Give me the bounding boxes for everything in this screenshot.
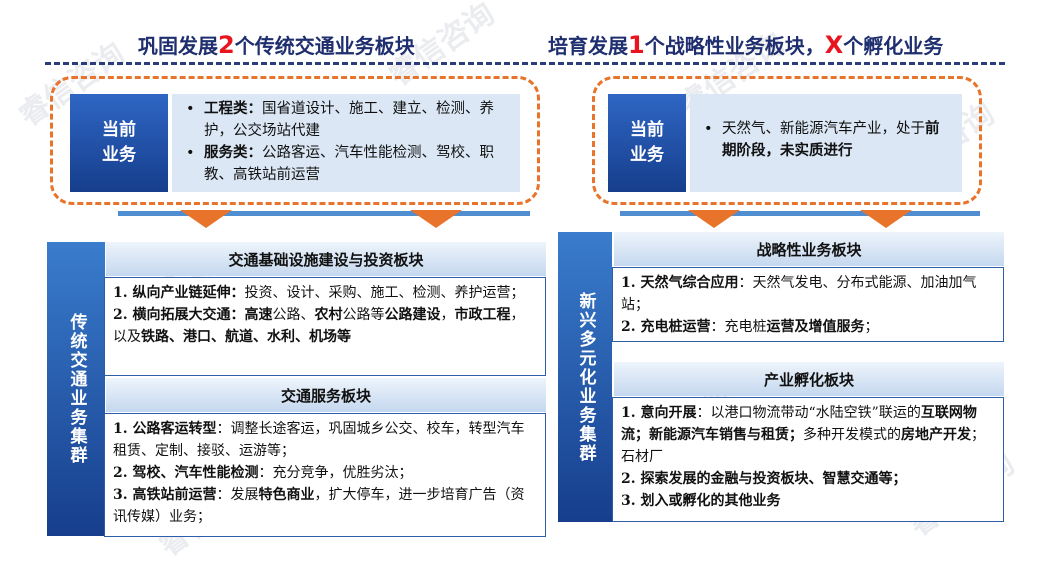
right-sec2-line-3: 3. 划入或孵化的其他业务 (621, 493, 781, 509)
right-arrow-2 (860, 210, 912, 228)
left-sec2-line-2: 2. 驾校、汽车性能检测：充分竞争，优胜劣汰； (113, 465, 413, 481)
left-current-item-2: 服务类：公路客运、汽车性能检测、驾校、职教、高铁站前运营 (182, 142, 510, 186)
header-left: 巩固发展2个传统交通业务板块 (138, 31, 415, 59)
left-sec2-body: 1. 公路客运转型：调整长途客运，巩固城乡公交、校车，转型汽车租赁、定制、接驳、… (104, 413, 546, 537)
right-sec2-line-2: 2. 探索发展的金融与投资板块、智慧交通等； (621, 471, 907, 487)
right-sec1-title: 战略性业务板块 (614, 232, 1004, 266)
header-divider (45, 62, 1005, 65)
left-sec1-body: 1. 纵向产业链延伸：投资、设计、采购、施工、检测、养护运营； 2. 横向拓展大… (104, 277, 546, 376)
left-sec2-line-3: 3. 高铁站前运营：发展特色商业，扩大停车，进一步培育广告（资讯传媒）业务； (113, 487, 525, 525)
right-current-label: 当前业务 (608, 94, 686, 192)
left-sec1-line-2: 2. 横向拓展大交通：高速公路、农村公路等公路建设，市政工程，以及铁路、港口、航… (113, 307, 525, 345)
right-sec1-body: 1. 天然气综合应用：天然气发电、分布式能源、加油加气站； 2. 充电桩运营：充… (612, 267, 1004, 342)
right-group-label: 新兴多元化业务集群 (558, 232, 612, 522)
left-arrow-1 (180, 210, 232, 228)
left-sec2-title: 交通服务板块 (106, 378, 546, 412)
right-sec2-body: 1. 意向开展：以港口物流带动“水陆空铁”联运的互联网物流；新能源汽车销售与租赁… (612, 397, 1004, 522)
header-right: 培育发展1个战略性业务板块，X个孵化业务 (548, 31, 944, 59)
right-current-content: 天然气、新能源汽车产业，处于前期阶段，未实质进行 (690, 94, 962, 192)
right-sec1-line-2: 2. 充电桩运营：充电桩运营及增值服务； (621, 319, 879, 335)
right-sec1-line-1: 1. 天然气综合应用：天然气发电、分布式能源、加油加气站； (621, 275, 977, 313)
left-sec1-line-1: 1. 纵向产业链延伸：投资、设计、采购、施工、检测、养护运营； (113, 285, 525, 301)
left-current-label: 当前业务 (70, 94, 168, 192)
left-bar (118, 211, 530, 216)
right-sec2-title: 产业孵化板块 (614, 362, 1004, 396)
left-sec1-title: 交通基础设施建设与投资板块 (106, 242, 546, 276)
left-current-item-1: 工程类：国省道设计、施工、建立、检测、养护，公交场站代建 (182, 98, 510, 142)
right-sec2-line-1: 1. 意向开展：以港口物流带动“水陆空铁”联运的互联网物流；新能源汽车销售与租赁… (621, 405, 985, 465)
left-current-content: 工程类：国省道设计、施工、建立、检测、养护，公交场站代建 服务类：公路客运、汽车… (172, 94, 520, 192)
left-arrow-2 (410, 210, 462, 228)
right-arrow-1 (688, 210, 740, 228)
left-sec2-line-1: 1. 公路客运转型：调整长途客运，巩固城乡公交、校车，转型汽车租赁、定制、接驳、… (113, 421, 525, 459)
left-current-frame (50, 76, 540, 205)
right-current-item: 天然气、新能源汽车产业，处于前期阶段，未实质进行 (700, 118, 952, 162)
right-bar (620, 211, 980, 216)
left-group-label: 传统交通业务集群 (47, 242, 105, 536)
right-current-frame (592, 76, 982, 205)
